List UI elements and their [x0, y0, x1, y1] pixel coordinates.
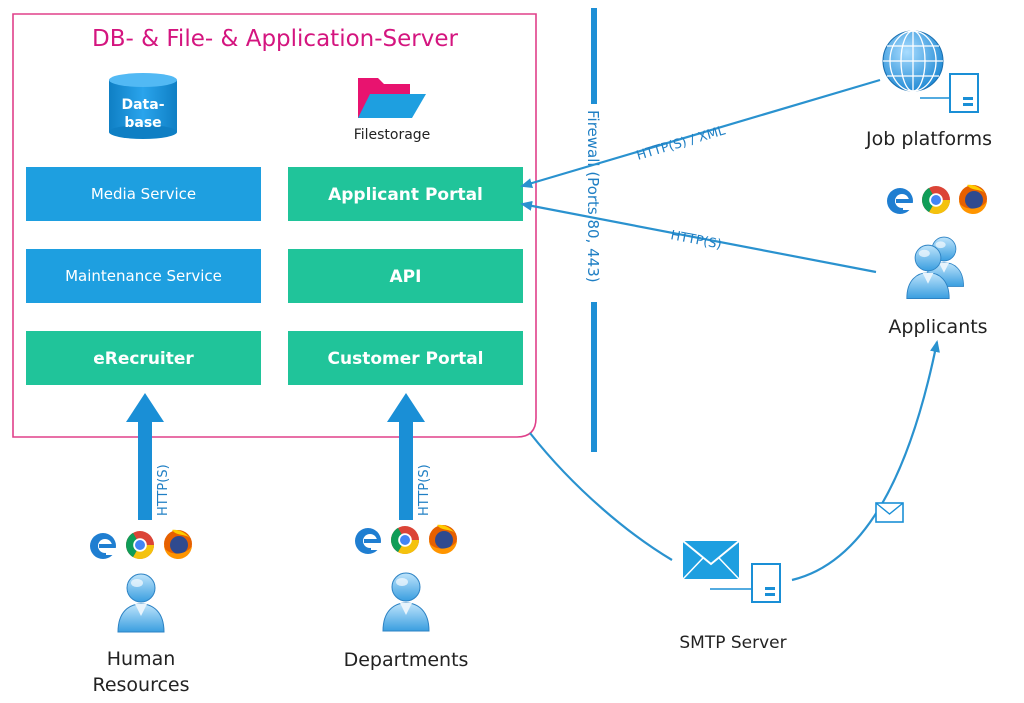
firefox-icon: [163, 529, 192, 560]
smtp-to-applicants-connection: [791, 340, 940, 582]
departments-browser-icons: [355, 524, 457, 555]
edge-icon: [355, 528, 383, 554]
departments-label: Departments: [344, 649, 469, 671]
smtp-server-icon: [751, 563, 781, 603]
api-label: API: [390, 267, 422, 287]
users-icon: [906, 236, 964, 299]
departments-to-customer-portal-arrow: [387, 393, 425, 520]
chrome-icon: [391, 526, 419, 554]
user-icon: [382, 572, 430, 632]
folder-icon: [358, 78, 426, 118]
small-envelope-icon: [875, 502, 904, 523]
applicant-portal-label: Applicant Portal: [328, 185, 483, 205]
server-title: DB- & File- & Application-Server: [92, 26, 458, 52]
application-server-box: DB- & File- & Application-Server: [12, 13, 537, 438]
maintenance-service-label: Maintenance Service: [65, 267, 222, 285]
firefox-icon: [958, 184, 987, 215]
media-service-box: Media Service: [26, 167, 261, 221]
erecruiter-box: eRecruiter: [26, 331, 261, 385]
globe-icon: [882, 30, 944, 92]
database-label-line2: base: [124, 115, 161, 131]
departments-protocol-label: HTTP(S): [417, 464, 432, 516]
filestorage-label: Filestorage: [354, 127, 431, 143]
applicant-portal-box: Applicant Portal: [288, 167, 523, 221]
applicants-connection: [520, 200, 877, 274]
job-platforms-label: Job platforms: [865, 128, 992, 150]
hr-label-line2: Resources: [92, 674, 189, 696]
chrome-icon: [126, 531, 154, 559]
hr-label-line1: Human: [107, 648, 176, 670]
envelope-icon: [682, 540, 740, 580]
applicants-label: Applicants: [888, 316, 987, 338]
firefox-icon: [428, 524, 457, 555]
job-platforms-server-icon: [949, 73, 979, 113]
chrome-icon: [922, 186, 950, 214]
applicants-protocol-label: HTTP(S): [669, 228, 723, 253]
smtp-server-label: SMTP Server: [679, 633, 786, 653]
job-platforms-protocol-label: HTTP(S) / XML: [635, 123, 728, 164]
firewall: Firewall (Ports 80, 443): [584, 8, 602, 452]
hr-protocol-label: HTTP(S): [156, 464, 171, 516]
api-box: API: [288, 249, 523, 303]
edge-icon: [887, 188, 915, 214]
applicants-browser-icons: [887, 184, 987, 215]
job-platforms-connection: [520, 78, 881, 188]
erecruiter-label: eRecruiter: [93, 349, 194, 369]
firewall-label: Firewall (Ports 80, 443): [584, 110, 602, 283]
server-to-smtp-connection: [529, 432, 673, 561]
hr-to-erecruiter-arrow: [126, 393, 164, 520]
database-icon: Data- base: [109, 73, 177, 139]
maintenance-service-box: Maintenance Service: [26, 249, 261, 303]
user-icon: [117, 573, 165, 633]
hr-browser-icons: [90, 529, 192, 560]
customer-portal-box: Customer Portal: [288, 331, 523, 385]
edge-icon: [90, 533, 118, 559]
database-label-line1: Data-: [121, 97, 164, 113]
media-service-label: Media Service: [91, 185, 196, 203]
customer-portal-label: Customer Portal: [328, 349, 484, 369]
